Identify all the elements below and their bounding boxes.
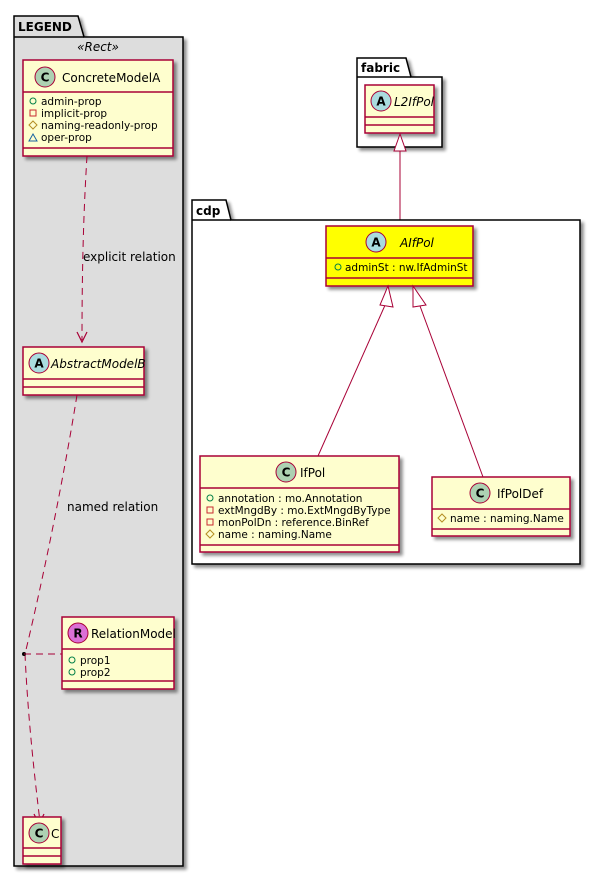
public-visibility-icon xyxy=(29,97,37,105)
protected-visibility-icon xyxy=(437,513,447,523)
protected-visibility-icon xyxy=(28,120,38,130)
class-relation-model[interactable]: R RelationModel prop1 prop2 xyxy=(61,616,176,690)
svg-text:A: A xyxy=(34,357,44,371)
generalization-ifpoldef-to-aifpol xyxy=(412,284,484,478)
svg-text:C: C xyxy=(476,487,485,501)
class-name: IfPol xyxy=(300,466,325,480)
attribute: oper-prop xyxy=(41,132,92,144)
class-name: ConcreteModelA xyxy=(62,71,161,85)
relation-spot-icon xyxy=(67,622,89,644)
explicit-relation-edge: explicit relation xyxy=(76,155,176,344)
class-spot-icon xyxy=(275,461,297,483)
generalization-arrow-icon xyxy=(412,284,427,308)
svg-text:C: C xyxy=(282,466,291,480)
public-visibility-icon xyxy=(334,263,342,271)
attribute: implicit-prop xyxy=(41,108,107,120)
class-name: C xyxy=(51,827,59,841)
svg-text:C: C xyxy=(35,827,44,841)
attribute: extMngdBy : mo.ExtMngdByType xyxy=(218,505,391,517)
attribute: monPolDn : reference.BinRef xyxy=(218,517,369,529)
class-spot-icon xyxy=(34,66,56,88)
attribute: naming-readonly-prop xyxy=(41,120,158,132)
class-c[interactable]: C C xyxy=(22,816,62,865)
class-name: AIfPol xyxy=(399,236,435,250)
attribute: admin-prop xyxy=(41,96,102,108)
class-abstract-model-b[interactable]: A AbstractModelB xyxy=(22,346,146,396)
generalization-arrow-icon xyxy=(393,132,407,152)
named-relation-edge: named relation xyxy=(22,394,158,826)
cdp-package-title: cdp xyxy=(196,204,221,218)
class-name: L2IfPol xyxy=(394,95,435,109)
class-spot-icon xyxy=(469,482,491,504)
class-concrete-model-a[interactable]: C ConcreteModelA admin-prop implicit-pro… xyxy=(22,59,174,157)
svg-text:A: A xyxy=(371,236,381,250)
attribute: name : naming.Name xyxy=(218,529,332,541)
private-visibility-icon xyxy=(206,518,214,526)
public-visibility-icon xyxy=(68,656,76,664)
svg-text:C: C xyxy=(41,71,50,85)
package-visibility-icon xyxy=(28,132,38,142)
abstract-spot-icon xyxy=(28,352,50,374)
attribute: annotation : mo.Annotation xyxy=(218,493,362,505)
class-aifpol[interactable]: A AIfPol adminSt : nw.IfAdminSt xyxy=(325,225,474,287)
arrowhead-icon xyxy=(76,331,88,344)
fabric-package-title: fabric xyxy=(361,61,400,75)
svg-text:A: A xyxy=(376,95,386,109)
public-visibility-icon xyxy=(206,494,214,502)
generalization-ifpol-to-aifpol xyxy=(317,284,394,457)
attribute: prop2 xyxy=(80,667,111,679)
abstract-spot-icon xyxy=(365,231,387,253)
explicit-relation-label: explicit relation xyxy=(83,250,176,264)
attribute: prop1 xyxy=(80,655,111,667)
attribute: name : naming.Name xyxy=(450,513,564,525)
class-name: IfPolDef xyxy=(497,487,544,501)
legend-package-title: LEGEND xyxy=(18,20,72,34)
class-ifpoldef[interactable]: C IfPolDef name : naming.Name xyxy=(431,476,571,537)
generalization-aifpol-to-l2ifpol xyxy=(393,132,407,226)
class-ifpol[interactable]: C IfPol annotation : mo.Annotation extMn… xyxy=(199,455,400,553)
legend-stereotype: «Rect» xyxy=(77,40,119,54)
class-name: RelationModel xyxy=(91,627,176,641)
class-name: AbstractModelB xyxy=(50,357,146,371)
abstract-spot-icon xyxy=(370,90,392,112)
protected-visibility-icon xyxy=(205,529,215,539)
svg-text:R: R xyxy=(73,627,82,641)
attribute: adminSt : nw.IfAdminSt xyxy=(345,262,468,274)
generalization-arrow-icon xyxy=(379,284,394,308)
class-spot-icon xyxy=(28,822,50,844)
private-visibility-icon xyxy=(29,109,37,117)
class-l2ifpol[interactable]: A L2IfPol xyxy=(364,84,435,134)
public-visibility-icon xyxy=(68,668,76,676)
named-relation-label: named relation xyxy=(67,500,158,514)
private-visibility-icon xyxy=(206,506,214,514)
